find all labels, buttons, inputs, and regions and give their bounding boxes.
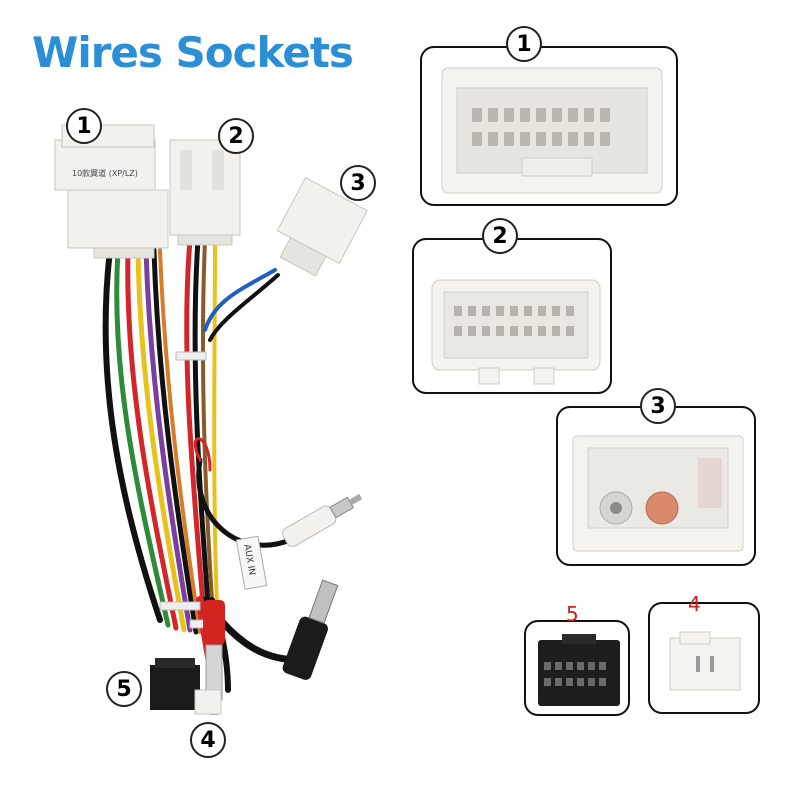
panel-socket-2 — [412, 238, 612, 394]
socket-3-image — [572, 435, 744, 552]
harness-label-1: 1 — [66, 108, 102, 144]
panel-label-5: 5 — [566, 602, 579, 626]
wire-harness-illustration: AUX IN 10款翼道 (XP/LZ) — [54, 124, 369, 715]
harness-label-5: 5 — [106, 671, 142, 707]
harness-label-3: 3 — [340, 165, 376, 201]
panel-socket-4 — [648, 602, 760, 714]
panel-socket-3 — [556, 406, 756, 566]
socket-5-image — [538, 634, 620, 706]
panel-label-4: 4 — [688, 592, 701, 616]
socket-1-image — [441, 67, 663, 194]
socket-2-image — [431, 279, 601, 385]
socket-4-image — [669, 631, 741, 691]
panel-label-1: 1 — [506, 26, 542, 62]
panel-socket-1 — [420, 46, 678, 206]
connector-1-print: 10款翼道 (XP/LZ) — [72, 168, 138, 178]
harness-label-4: 4 — [190, 722, 226, 758]
harness-label-2: 2 — [218, 118, 254, 154]
page-title: Wires Sockets — [32, 28, 354, 77]
panel-label-2: 2 — [482, 218, 518, 254]
panel-label-3: 3 — [640, 388, 676, 424]
panel-socket-5 — [524, 620, 630, 716]
